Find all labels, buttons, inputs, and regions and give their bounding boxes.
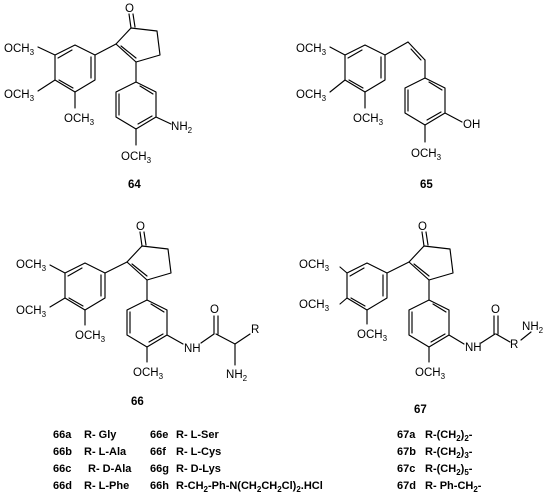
legend-code: 66a [53, 429, 72, 441]
methoxy-label: OCH3 [296, 43, 327, 57]
legend-entry-66b: 66b R- L-Ala [53, 446, 127, 458]
amide-nh-label: NH [184, 343, 201, 355]
legend-value: R- D-Ala [88, 463, 132, 475]
compound-66-labels: O OCH3 OCH3 OCH3 OCH3 NH O R NH2 66 [16, 221, 259, 408]
compound-67: O OCH3 OCH3 OCH3 OCH3 NH O R NH2 67 [299, 221, 544, 416]
legend-entry-66g: 66g R- D-Lys [150, 463, 221, 475]
legend-code: 67d [397, 480, 416, 492]
amine-label: NH2 [522, 321, 544, 335]
legend-value: R- D-Lys [176, 463, 221, 475]
methoxy-label: OCH3 [4, 89, 35, 103]
methoxy-label: OCH3 [411, 148, 442, 162]
legend-entry-67b: 67b R-(CH2)3- [397, 446, 473, 460]
legend-entry-66c: 66c R- D-Ala [53, 463, 132, 475]
ketone-oxygen-label: O [136, 221, 145, 233]
legend-entry-66a: 66a R- Gly [53, 429, 117, 441]
legend-entry-66f: 66f R- L-Cys [150, 446, 221, 458]
ketone-oxygen-label: O [418, 221, 427, 233]
legend-value: R-(CH2)3- [425, 446, 473, 460]
legend-code: 66c [53, 463, 71, 475]
methoxy-label: OCH3 [121, 151, 152, 165]
hydroxyl-label: OH [463, 119, 480, 131]
legend-value: R- L-Ala [84, 446, 127, 458]
legend-code: 67a [397, 429, 416, 441]
methoxy-label: OCH3 [16, 259, 47, 273]
compound-number: 65 [420, 179, 433, 191]
compound-number: 67 [414, 404, 427, 416]
legend-value: R- L-Ser [176, 429, 220, 441]
legend-entry-67d: 67d R- Ph-CH2- [397, 480, 482, 494]
legend-code: 66f [150, 446, 166, 458]
methoxy-label: OCH3 [133, 367, 164, 381]
methoxy-label: OCH3 [415, 367, 446, 381]
methoxy-label: OCH3 [357, 329, 388, 343]
methoxy-label: OCH3 [75, 330, 106, 344]
legend-entry-66e: 66e R- L-Ser [150, 429, 220, 441]
legend-entry-66d: 66d R- L-Phe [53, 480, 129, 492]
legend-entry-67c: 67c R-(CH2)5- [397, 463, 473, 477]
compound-66-bonds [49, 231, 251, 366]
methoxy-label: OCH3 [4, 43, 35, 57]
amide-oxygen-label: O [210, 304, 219, 316]
compound-67-labels: O OCH3 OCH3 OCH3 OCH3 NH O R NH2 67 [299, 221, 544, 416]
methoxy-label: OCH3 [299, 299, 330, 313]
r-group-label: R [510, 339, 518, 351]
compound-65-labels: OCH3 OCH3 OCH3 OCH3 OH 65 [296, 43, 480, 191]
ketone-oxygen-label: O [125, 3, 134, 15]
amine-label: NH2 [171, 121, 193, 135]
methoxy-label: OCH3 [296, 89, 327, 103]
legend-entry-66h: 66h R-CH2-Ph-N(CH2CH2Cl)2.HCl [150, 480, 323, 494]
r-group-label: R [251, 324, 259, 336]
legend-value: R- Gly [84, 429, 117, 441]
legend-code: 67b [397, 446, 416, 458]
compound-67-bonds [339, 231, 532, 363]
legend-code: 66e [150, 429, 168, 441]
amide-nh-label: NH [465, 342, 482, 354]
compound-number: 64 [128, 179, 141, 191]
compound-65-bonds [329, 41, 463, 143]
compound-number: 66 [131, 396, 144, 408]
legend-value: R-(CH2)5- [425, 463, 473, 477]
methoxy-label: OCH3 [299, 259, 330, 273]
methoxy-label: OCH3 [64, 113, 95, 127]
amine-label: NH2 [226, 369, 248, 383]
compound-64-labels: O OCH3 OCH3 OCH3 OCH3 NH2 64 [4, 3, 193, 191]
legend-value: R- Ph-CH2- [425, 480, 482, 494]
compound-64-bonds [37, 13, 172, 146]
legend-code: 67c [397, 463, 415, 475]
legend-value: R-CH2-Ph-N(CH2CH2Cl)2.HCl [176, 480, 323, 494]
legend-code: 66h [150, 480, 169, 492]
compound-66: O OCH3 OCH3 OCH3 OCH3 NH O R NH2 66 [16, 221, 259, 408]
legend-code: 66d [53, 480, 72, 492]
methoxy-label: OCH3 [353, 113, 384, 127]
compound-65: OCH3 OCH3 OCH3 OCH3 OH 65 [296, 41, 480, 191]
legend-value: R- L-Phe [84, 480, 129, 492]
legend-66: 66a R- Gly 66b R- L-Ala 66c R- D-Ala 66d R- … [53, 429, 323, 494]
compound-64: O OCH3 OCH3 OCH3 OCH3 NH2 64 [4, 3, 193, 191]
legend-value: R-(CH2)2- [425, 429, 473, 443]
legend-67: 67a R-(CH2)2- 67b R-(CH2)3- 67c R-(CH2)5- 6… [397, 429, 482, 494]
methoxy-label: OCH3 [16, 305, 47, 319]
amide-oxygen-label: O [491, 304, 500, 316]
legend-code: 66g [150, 463, 169, 475]
legend-value: R- L-Cys [176, 446, 221, 458]
legend-entry-67a: 67a R-(CH2)2- [397, 429, 473, 443]
legend-code: 66b [53, 446, 72, 458]
